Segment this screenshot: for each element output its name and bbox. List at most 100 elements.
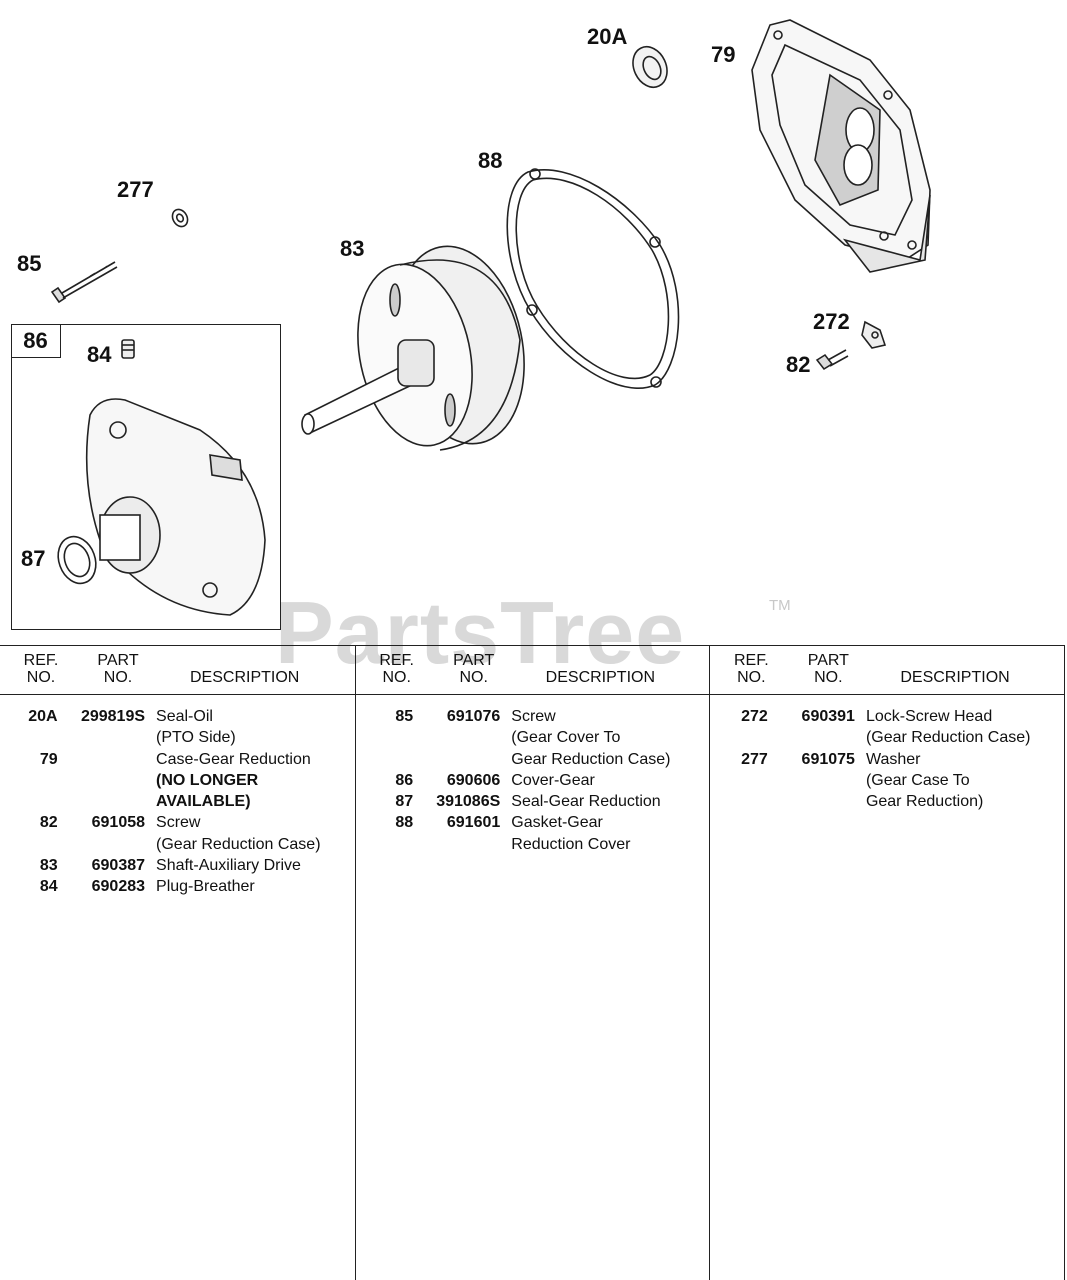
part-number: 691601 (446, 814, 501, 832)
gear-case-79-drawing (751, 19, 931, 273)
parts-row: 277 691075 Washer (Gear Case To Gear Reducti… (710, 749, 1064, 813)
header-part-line2: NO. (103, 669, 133, 686)
parts-table: REF. NO. PART NO. DESCRIPTION 20A 299819S… (0, 645, 1065, 1280)
description-line: Cover-Gear (511, 771, 595, 789)
parts-row: 82 691058 Screw (Gear Reduction Case) (0, 812, 355, 855)
callout-87: 87 (21, 546, 46, 571)
ref-number: 272 (741, 708, 768, 725)
parts-diagram: PartsTree TM 20A 79 88 277 85 83 272 82 … (11, 19, 931, 682)
part-description: Seal-Gear Reduction (500, 791, 709, 812)
description-line: Reduction Cover (511, 835, 631, 853)
column-header: REF. NO. PART NO. DESCRIPTION (0, 646, 355, 695)
description-line: (Gear Case To (865, 771, 970, 789)
part-number: 691058 (91, 814, 146, 832)
part-description: Screw (Gear Reduction Case) (145, 812, 355, 855)
header-part-no: PART NO. (436, 652, 512, 686)
ref-number: 85 (395, 708, 414, 725)
header-description: DESCRIPTION (900, 669, 1010, 686)
description-line: (Gear Reduction Case) (156, 835, 321, 853)
availability-note: AVAILABLE) (156, 793, 251, 811)
ref-number: 88 (395, 814, 414, 832)
description-line: Gear Reduction Case) (511, 750, 671, 768)
ref-number: 87 (395, 793, 414, 811)
breather-plug-84-drawing (121, 339, 135, 359)
washer-277-drawing (171, 208, 189, 228)
ref-number: 83 (39, 857, 58, 875)
header-part-line2: NO. (459, 669, 488, 686)
ref-number: 82 (39, 814, 58, 832)
header-part-no: PART NO. (80, 652, 156, 686)
gasket-88-drawing (506, 168, 680, 389)
header-ref-line2: NO. (737, 669, 766, 686)
description-line: Seal-Gear Reduction (511, 793, 661, 811)
part-description: Washer (Gear Case To Gear Reduction) (855, 749, 1064, 813)
cover-assembly-inset (11, 324, 281, 630)
column-header: REF. NO. PART NO. DESCRIPTION (710, 646, 1065, 695)
drive-shaft-83-drawing (301, 245, 525, 451)
header-ref-line1: REF. (379, 652, 414, 669)
seal-87-drawing (57, 535, 97, 585)
callout-272: 272 (813, 309, 850, 334)
part-number (58, 749, 145, 813)
part-number: 690387 (91, 857, 146, 875)
header-description: DESCRIPTION (190, 669, 300, 686)
header-ref-no: REF. NO. (730, 652, 772, 686)
ref-number: 20A (28, 708, 58, 725)
part-description: Lock-Screw Head(Gear Reduction Case) (855, 706, 1064, 749)
part-number: 391086S (436, 793, 501, 811)
callout-83: 83 (340, 236, 365, 261)
ref-number: 277 (741, 750, 768, 768)
ref-number: 79 (39, 750, 58, 768)
header-ref-line1: REF. (734, 652, 769, 669)
description-line: Lock-Screw Head (865, 708, 993, 725)
description-line: Seal-Oil (156, 708, 213, 725)
header-part-line1: PART (97, 652, 139, 669)
parts-row: 86 690606 Cover-Gear (356, 770, 710, 791)
callout-86: 86 (11, 324, 61, 358)
part-description: Shaft-Auxiliary Drive (145, 855, 355, 876)
callout-88: 88 (478, 148, 503, 173)
callout-82: 82 (786, 352, 811, 377)
part-number: 690283 (91, 878, 146, 896)
lock-272-drawing (861, 320, 887, 349)
column-header: REF. NO. PART NO. DESCRIPTION (355, 646, 710, 695)
description-line: Washer (865, 750, 921, 768)
availability-note: (NO LONGER (156, 771, 259, 789)
screw-82-drawing (815, 349, 849, 371)
header-ref-no: REF. NO. (20, 652, 62, 686)
parts-column-1: REF. NO. PART NO. DESCRIPTION 20A 299819S… (0, 646, 355, 1280)
part-number: 690391 (801, 708, 855, 725)
header-ref-line2: NO. (26, 669, 56, 686)
part-number: 690606 (446, 771, 501, 789)
ref-number: 84 (39, 878, 58, 896)
diagram-drawing (50, 19, 931, 616)
header-ref-line1: REF. (23, 652, 59, 669)
header-description: DESCRIPTION (545, 669, 656, 686)
trademark-mark: TM (769, 597, 791, 614)
parts-row: 87 391086S Seal-Gear Reduction (356, 791, 710, 812)
ref-number: 86 (395, 771, 414, 789)
part-description: Plug-Breather (145, 876, 355, 897)
description-line: Gear Reduction) (865, 793, 984, 811)
description-line: Screw (156, 814, 201, 832)
part-number: 299819S (80, 708, 146, 725)
callout-85: 85 (17, 251, 42, 276)
description-line: Case-Gear Reduction (156, 750, 311, 768)
header-part-line1: PART (453, 652, 495, 669)
header-ref-line2: NO. (382, 669, 411, 686)
part-number: 691075 (801, 750, 855, 768)
parts-row: 79 Case-Gear Reduction (NO LONGER AVAILABLE… (0, 749, 355, 813)
callout-84: 84 (87, 342, 112, 367)
screw-85-drawing (50, 261, 118, 304)
